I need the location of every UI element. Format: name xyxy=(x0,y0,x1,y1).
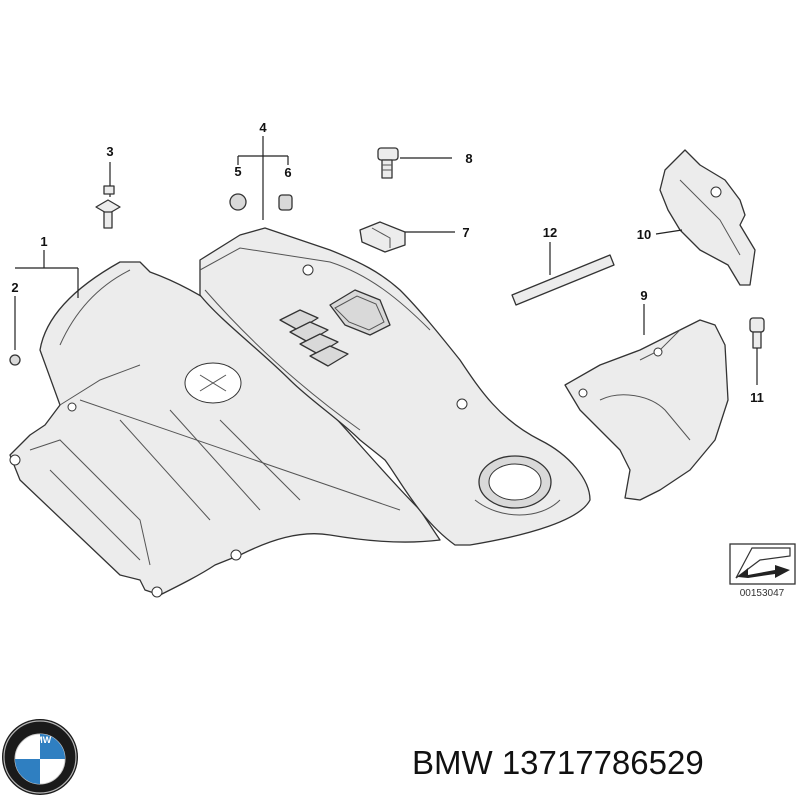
label-part-8: 8 xyxy=(465,151,472,166)
label-part-3: 3 xyxy=(106,144,113,159)
label-part-4: 4 xyxy=(259,120,267,135)
logo-wordmark: BMW xyxy=(29,735,52,745)
grommet-part-5 xyxy=(229,193,247,211)
bolt-part-11 xyxy=(749,317,765,349)
label-part-9: 9 xyxy=(640,288,647,303)
leader-lines xyxy=(14,136,758,385)
screw-part-3 xyxy=(95,185,121,229)
direction-arrow-icon xyxy=(735,547,791,579)
label-part-11: 11 xyxy=(750,390,764,405)
grommet-part-2 xyxy=(9,354,21,366)
heat-shield-part-9 xyxy=(564,319,729,501)
part-labels: 1 2 3 4 5 6 7 8 9 10 11 12 xyxy=(11,120,763,405)
orientation-box: 00153047 xyxy=(729,543,796,599)
label-part-5: 5 xyxy=(234,164,241,179)
label-part-12: 12 xyxy=(543,225,557,240)
bmw-logo: BMW xyxy=(2,719,78,795)
bracket-part-10 xyxy=(659,149,756,286)
seal-strip-part-12 xyxy=(511,254,615,306)
label-part-7: 7 xyxy=(462,225,469,240)
reference-code: 00153047 xyxy=(740,588,785,599)
bolt-part-8 xyxy=(377,147,399,179)
label-part-1: 1 xyxy=(40,234,47,249)
part-number-caption: BMW 13717786529 xyxy=(412,744,704,781)
spacer-part-6 xyxy=(278,194,293,211)
engine-cover-left xyxy=(9,261,441,598)
label-part-6: 6 xyxy=(284,165,291,180)
label-part-2: 2 xyxy=(11,280,18,295)
engine-cover-center xyxy=(199,193,591,546)
label-part-10: 10 xyxy=(637,227,651,242)
clip-part-7 xyxy=(359,221,406,253)
arrow-glyph-icon xyxy=(738,565,790,578)
